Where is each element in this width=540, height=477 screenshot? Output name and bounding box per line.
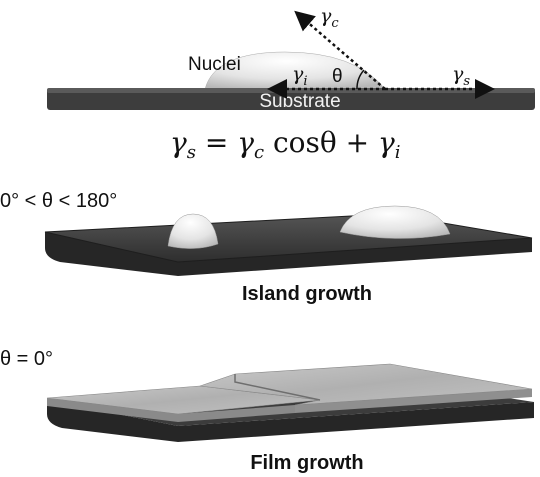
top-panel: Substrate Nuclei θ γc γi γs γs = γc cosθ… xyxy=(47,5,535,163)
island-caption: Island growth xyxy=(242,283,372,305)
theta-label: θ xyxy=(332,66,343,87)
young-equation: γs = γc cosθ + γi xyxy=(170,126,401,163)
theta-arc xyxy=(356,69,365,90)
island-substrate-side xyxy=(45,232,532,276)
film-condition: θ = 0° xyxy=(0,348,53,370)
substrate-label: Substrate xyxy=(259,91,340,112)
gamma-s-label: γs xyxy=(452,63,470,89)
island-condition: 0° < θ < 180° xyxy=(0,190,117,212)
film-substrate-side xyxy=(47,400,534,442)
gamma-c-label: γc xyxy=(320,5,339,31)
film-slab-right xyxy=(199,363,533,406)
gamma-i-label: γi xyxy=(292,63,308,89)
nuclei-label: Nuclei xyxy=(188,54,241,75)
gamma-c-arrow xyxy=(294,10,386,90)
film-seam xyxy=(234,374,321,401)
nucleus-dome xyxy=(204,51,386,90)
island-panel: 0° < θ < 180° Island growth xyxy=(0,190,533,305)
substrate-bar xyxy=(47,88,535,110)
film-caption: Film growth xyxy=(250,452,363,474)
film-panel: θ = 0° Film growth xyxy=(0,348,534,474)
island-small xyxy=(167,213,219,249)
island-large xyxy=(339,205,451,239)
